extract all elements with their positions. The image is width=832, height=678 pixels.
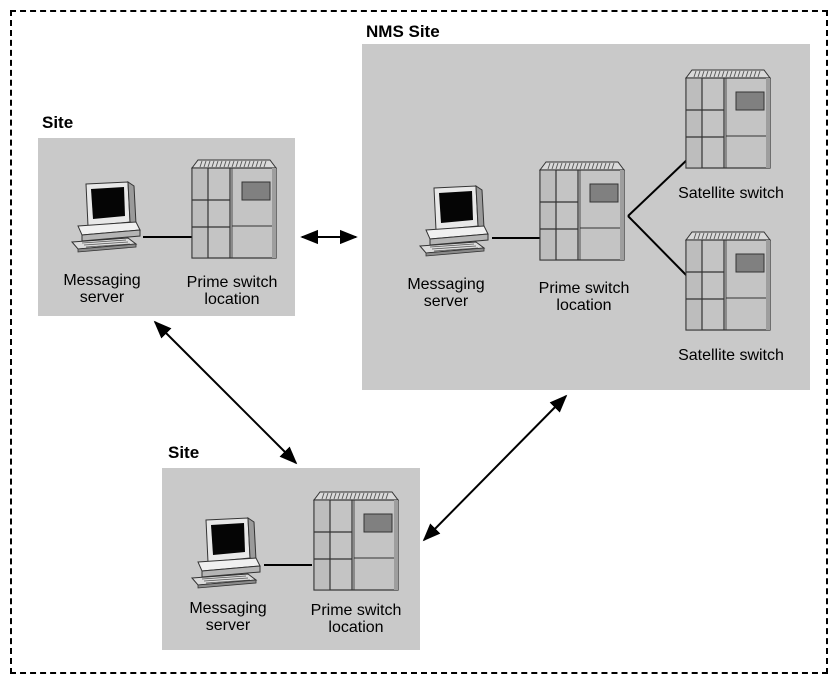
computer-icon — [419, 185, 489, 257]
satellite-switch-label: Satellite switch — [678, 347, 784, 364]
server-label-line1: Messaging — [407, 276, 485, 293]
switch-cabinet-icon — [539, 161, 625, 261]
server-label-line1: Messaging — [189, 600, 267, 617]
switch-label-line1: Prime switch — [310, 602, 402, 619]
computer-icon — [191, 517, 261, 589]
server-label-line2: server — [79, 289, 125, 306]
switch-cabinet-icon — [313, 491, 399, 591]
switch-cabinet-icon — [685, 231, 771, 331]
connection-arrow-site-bottom — [153, 320, 298, 465]
server-label-line2: server — [205, 617, 251, 634]
computer-icon — [71, 181, 141, 253]
satellite-switch-label: Satellite switch — [678, 185, 784, 202]
site-title-top-left: Site — [42, 113, 74, 132]
switch-label-line2: location — [556, 297, 612, 314]
switch-label-line1: Prime switch — [538, 280, 630, 297]
site-title-nms: NMS Site — [366, 22, 440, 41]
connection-arrow-bottom-nms — [422, 394, 568, 542]
satellite-link-top — [627, 156, 691, 217]
server-label: Messaging server — [178, 600, 278, 634]
diagram-boundary — [10, 10, 828, 674]
switch-label-line1: Prime switch — [186, 274, 278, 291]
switch-label: Prime switch location — [172, 274, 292, 308]
switch-label: Prime switch location — [296, 602, 416, 636]
server-label: Messaging server — [52, 272, 152, 306]
satellite-link-bottom — [627, 215, 691, 280]
switch-label-line2: location — [328, 619, 384, 636]
switch-label-line2: location — [204, 291, 260, 308]
server-label: Messaging server — [396, 276, 496, 310]
switch-label: Prime switch location — [524, 280, 644, 314]
switch-cabinet-icon — [191, 159, 277, 259]
server-label-line1: Messaging — [63, 272, 141, 289]
server-label-line2: server — [423, 293, 469, 310]
switch-cabinet-icon — [685, 69, 771, 169]
